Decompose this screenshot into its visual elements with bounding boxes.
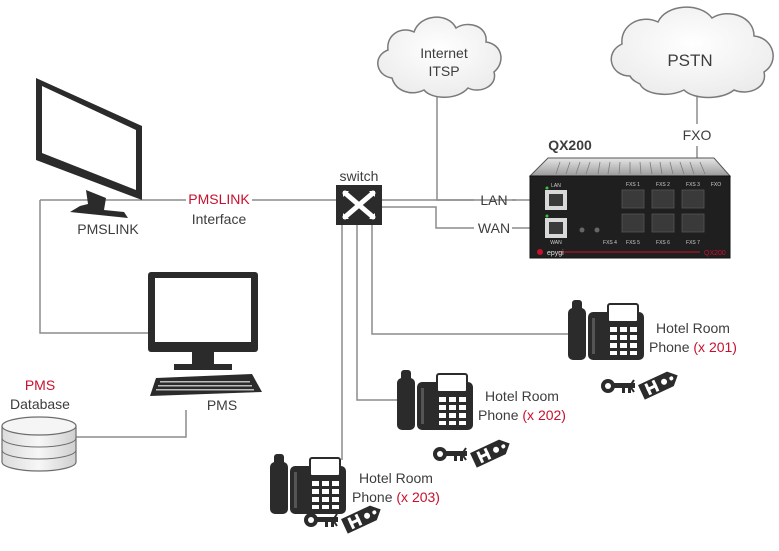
port-label-wan: WAN <box>550 240 562 246</box>
phone-202-line <box>356 225 397 401</box>
phone-202-line1: Hotel Room <box>485 388 559 404</box>
room-key-tag-icon <box>432 435 515 469</box>
pms-monitor-screen <box>155 278 251 342</box>
gateway-brand: epygi <box>547 250 564 257</box>
pstn-cloud: PSTN <box>610 6 774 99</box>
port-label-fxs2: FXS 2 <box>656 182 670 188</box>
gateway-model: QX200 <box>704 250 726 257</box>
hotel-phone-202: Hotel Room Phone (x 202) <box>396 369 566 469</box>
hotel-phone-201: Hotel Room Phone (x 201) <box>567 299 737 401</box>
itsp-label: ITSP <box>428 63 459 79</box>
port-label-fxs4: FXS 4 <box>603 240 617 246</box>
port-label-fxs6: FXS 6 <box>656 240 670 246</box>
internet-cloud: Internet ITSP <box>377 16 502 98</box>
pstn-label: PSTN <box>667 51 712 70</box>
pmslink-computer-label: PMSLINK <box>77 221 139 237</box>
hotel-phone-203: Hotel Room Phone (x 203) <box>269 453 440 535</box>
switch-icon <box>342 190 376 220</box>
pms-computer: PMS <box>148 272 262 413</box>
phone-203-line2: Phone (x 203) <box>352 489 440 505</box>
epygi-logo-icon <box>537 249 543 255</box>
qx200-gateway: QX200 LAN WAN FXS 1 FXS 2 <box>528 137 732 259</box>
database-cylinder-icon <box>1 426 77 472</box>
port-label-fxs3: FXS 3 <box>686 182 700 188</box>
internet-lan-line <box>436 92 516 201</box>
phone-201-line2: Phone (x 201) <box>649 339 737 355</box>
phone-ports <box>621 189 705 233</box>
pmslink-pms-line <box>39 200 148 334</box>
database-pms-line <box>76 410 187 438</box>
database-pms-label: PMS <box>25 377 55 393</box>
wan-label: WAN <box>478 220 510 236</box>
port-label-lan: LAN <box>551 183 561 189</box>
desk-phone-icon <box>396 369 474 431</box>
switch-wan-line <box>382 206 474 229</box>
pmslink-link-label: PMSLINK <box>188 191 250 207</box>
desk-phone-icon <box>567 299 645 361</box>
pmslink-monitor-stand <box>70 190 128 218</box>
pms-computer-label: PMS <box>207 397 237 413</box>
port-label-fxo: FXO <box>711 182 721 188</box>
lan-label: LAN <box>480 192 507 208</box>
port-label-fxs5: FXS 5 <box>626 240 640 246</box>
phone-201-line <box>371 225 568 335</box>
switch: switch <box>336 168 382 225</box>
interface-label: Interface <box>192 211 247 227</box>
phone-201-line1: Hotel Room <box>656 320 730 336</box>
port-label-fxs1: FXS 1 <box>626 182 640 188</box>
port-label-fxs7: FXS 7 <box>686 240 700 246</box>
pms-database: PMS Database <box>1 377 77 472</box>
fxo-label: FXO <box>683 127 712 143</box>
phone-202-line2: Phone (x 202) <box>478 407 566 423</box>
phone-203-line1: Hotel Room <box>359 470 433 486</box>
pmslink-monitor-screen <box>42 86 136 190</box>
internet-label: Internet <box>420 45 468 61</box>
desk-phone-icon <box>269 453 347 515</box>
pmslink-computer: PMSLINK <box>36 78 142 237</box>
room-key-tag-icon <box>600 367 683 401</box>
gateway-title: QX200 <box>548 137 592 153</box>
switch-label: switch <box>340 168 379 184</box>
database-label: Database <box>10 396 70 412</box>
